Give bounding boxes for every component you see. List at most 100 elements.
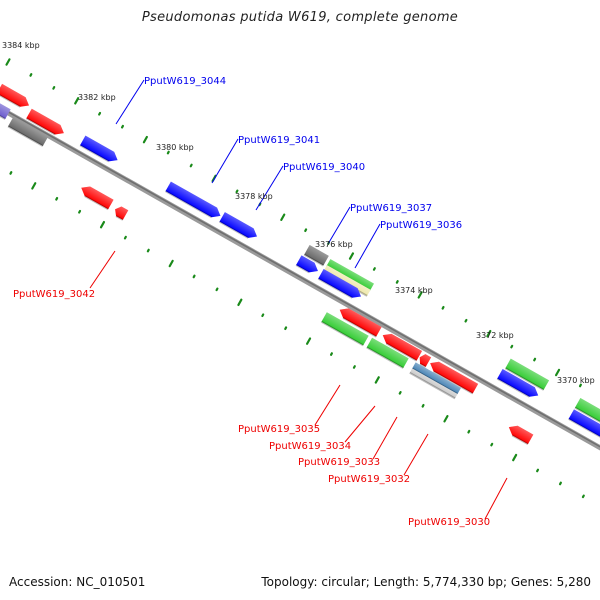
gene-feature-red[interactable]: [506, 422, 534, 446]
gene-label-forward[interactable]: PputW619_3041: [238, 135, 320, 146]
gene-feature-green[interactable]: [574, 398, 600, 434]
gene-feature-gray[interactable]: [7, 116, 49, 147]
feature-shade: [568, 409, 600, 441]
feature-edge: [496, 377, 530, 398]
major-tick: [305, 337, 312, 345]
gene-label-forward[interactable]: PputW619_3037: [350, 203, 432, 214]
feature-shade: [318, 269, 361, 298]
gene-feature-red[interactable]: [112, 204, 129, 221]
gene-label-reverse[interactable]: PputW619_3030: [408, 517, 490, 528]
gene-feature-red[interactable]: [427, 358, 479, 395]
minor-tick: [78, 209, 82, 214]
gene-feature-green[interactable]: [504, 358, 550, 391]
tick-row-upper: [5, 58, 582, 388]
minor-tick: [9, 171, 13, 175]
gene-feature-red[interactable]: [79, 183, 114, 211]
feature-shade: [26, 108, 64, 135]
gene-feature-blue[interactable]: [496, 369, 541, 400]
feature-shade: [304, 245, 329, 266]
leader-line-reverse: [314, 384, 341, 426]
gene-feature-gray[interactable]: [303, 245, 329, 267]
major-tick: [168, 259, 174, 268]
gene-feature-red[interactable]: [417, 352, 432, 368]
minor-tick: [146, 248, 150, 253]
feature-shade: [323, 265, 371, 296]
minor-tick: [52, 86, 56, 90]
gene-feature-red[interactable]: [380, 330, 423, 362]
feature-edge: [0, 92, 21, 108]
feature-shade: [574, 398, 600, 433]
gene-feature-blue[interactable]: [218, 212, 259, 241]
feature-shade: [382, 333, 423, 361]
minor-tick: [398, 391, 402, 395]
gene-feature-blue[interactable]: [79, 135, 120, 165]
major-tick: [280, 213, 286, 221]
minor-tick: [192, 274, 196, 279]
genome-summary-text: Topology: circular; Length: 5,774,330 bp…: [261, 575, 591, 589]
major-tick: [142, 135, 148, 144]
feature-edge: [342, 317, 377, 338]
kbp-label: 3382 kbp: [78, 93, 116, 102]
kbp-label: 3372 kbp: [476, 331, 514, 340]
feature-shade: [115, 206, 129, 220]
gene-feature-red[interactable]: [25, 108, 66, 138]
map-title: Pseudomonas putida W619, complete genome: [141, 10, 459, 25]
leader-line-reverse: [344, 405, 376, 443]
gene-label-forward[interactable]: PputW619_3036: [380, 220, 462, 231]
feature-shade: [219, 212, 258, 238]
feature-edge: [419, 362, 427, 368]
feature-edge: [115, 215, 124, 221]
gene-label-reverse[interactable]: PputW619_3033: [298, 457, 380, 468]
leader-line-forward: [115, 79, 145, 125]
feature-edge: [504, 367, 545, 391]
feature-edge: [574, 406, 600, 434]
gene-label-forward[interactable]: PputW619_3040: [283, 162, 365, 173]
feature-edge: [366, 346, 404, 369]
gene-feature-purple[interactable]: [0, 94, 11, 120]
feature-edge: [7, 125, 44, 147]
minor-tick: [578, 383, 582, 388]
feature-edge: [295, 264, 310, 274]
gene-feature-blue[interactable]: [295, 255, 321, 275]
feature-shade: [419, 354, 432, 367]
feature-edge: [409, 371, 456, 400]
feature-shade: [0, 83, 30, 107]
feature-edge: [84, 195, 109, 211]
feature-edge: [218, 220, 249, 239]
gene-label-reverse[interactable]: PputW619_3035: [238, 424, 320, 435]
feature-shade: [366, 337, 409, 369]
minor-tick: [372, 267, 376, 271]
major-tick: [237, 298, 243, 307]
feature-edge: [165, 190, 213, 219]
gene-label-reverse[interactable]: PputW619_3032: [328, 474, 410, 485]
gene-feature-green[interactable]: [366, 337, 409, 369]
minor-tick: [120, 124, 125, 129]
minor-tick: [29, 73, 33, 77]
minor-tick: [581, 494, 585, 499]
gene-label-reverse[interactable]: PputW619_3042: [13, 289, 95, 300]
gene-feature-green[interactable]: [320, 312, 369, 347]
major-tick: [486, 329, 492, 338]
gene-feature-blue[interactable]: [317, 269, 363, 301]
minor-tick: [510, 344, 514, 349]
minor-tick: [467, 429, 471, 434]
kbp-label: 3374 kbp: [395, 286, 433, 295]
gene-label-reverse[interactable]: PputW619_3034: [269, 441, 351, 452]
gene-feature-blue[interactable]: [165, 181, 223, 221]
gene-label-forward[interactable]: PputW619_3044: [144, 76, 226, 87]
feature-edge: [511, 434, 529, 446]
leader-line-reverse: [403, 433, 429, 476]
minor-tick: [261, 313, 265, 318]
minor-tick: [536, 468, 540, 473]
minor-tick: [304, 228, 308, 233]
minor-tick: [558, 481, 562, 486]
gene-feature-red[interactable]: [0, 83, 32, 110]
feature-shade: [8, 116, 49, 146]
gene-feature-lightgray[interactable]: [409, 368, 458, 400]
feature-edge: [303, 253, 324, 267]
gene-feature-red[interactable]: [337, 305, 382, 338]
gene-features: [0, 83, 600, 446]
minor-tick: [284, 326, 288, 331]
gene-feature-steel[interactable]: [411, 362, 461, 395]
